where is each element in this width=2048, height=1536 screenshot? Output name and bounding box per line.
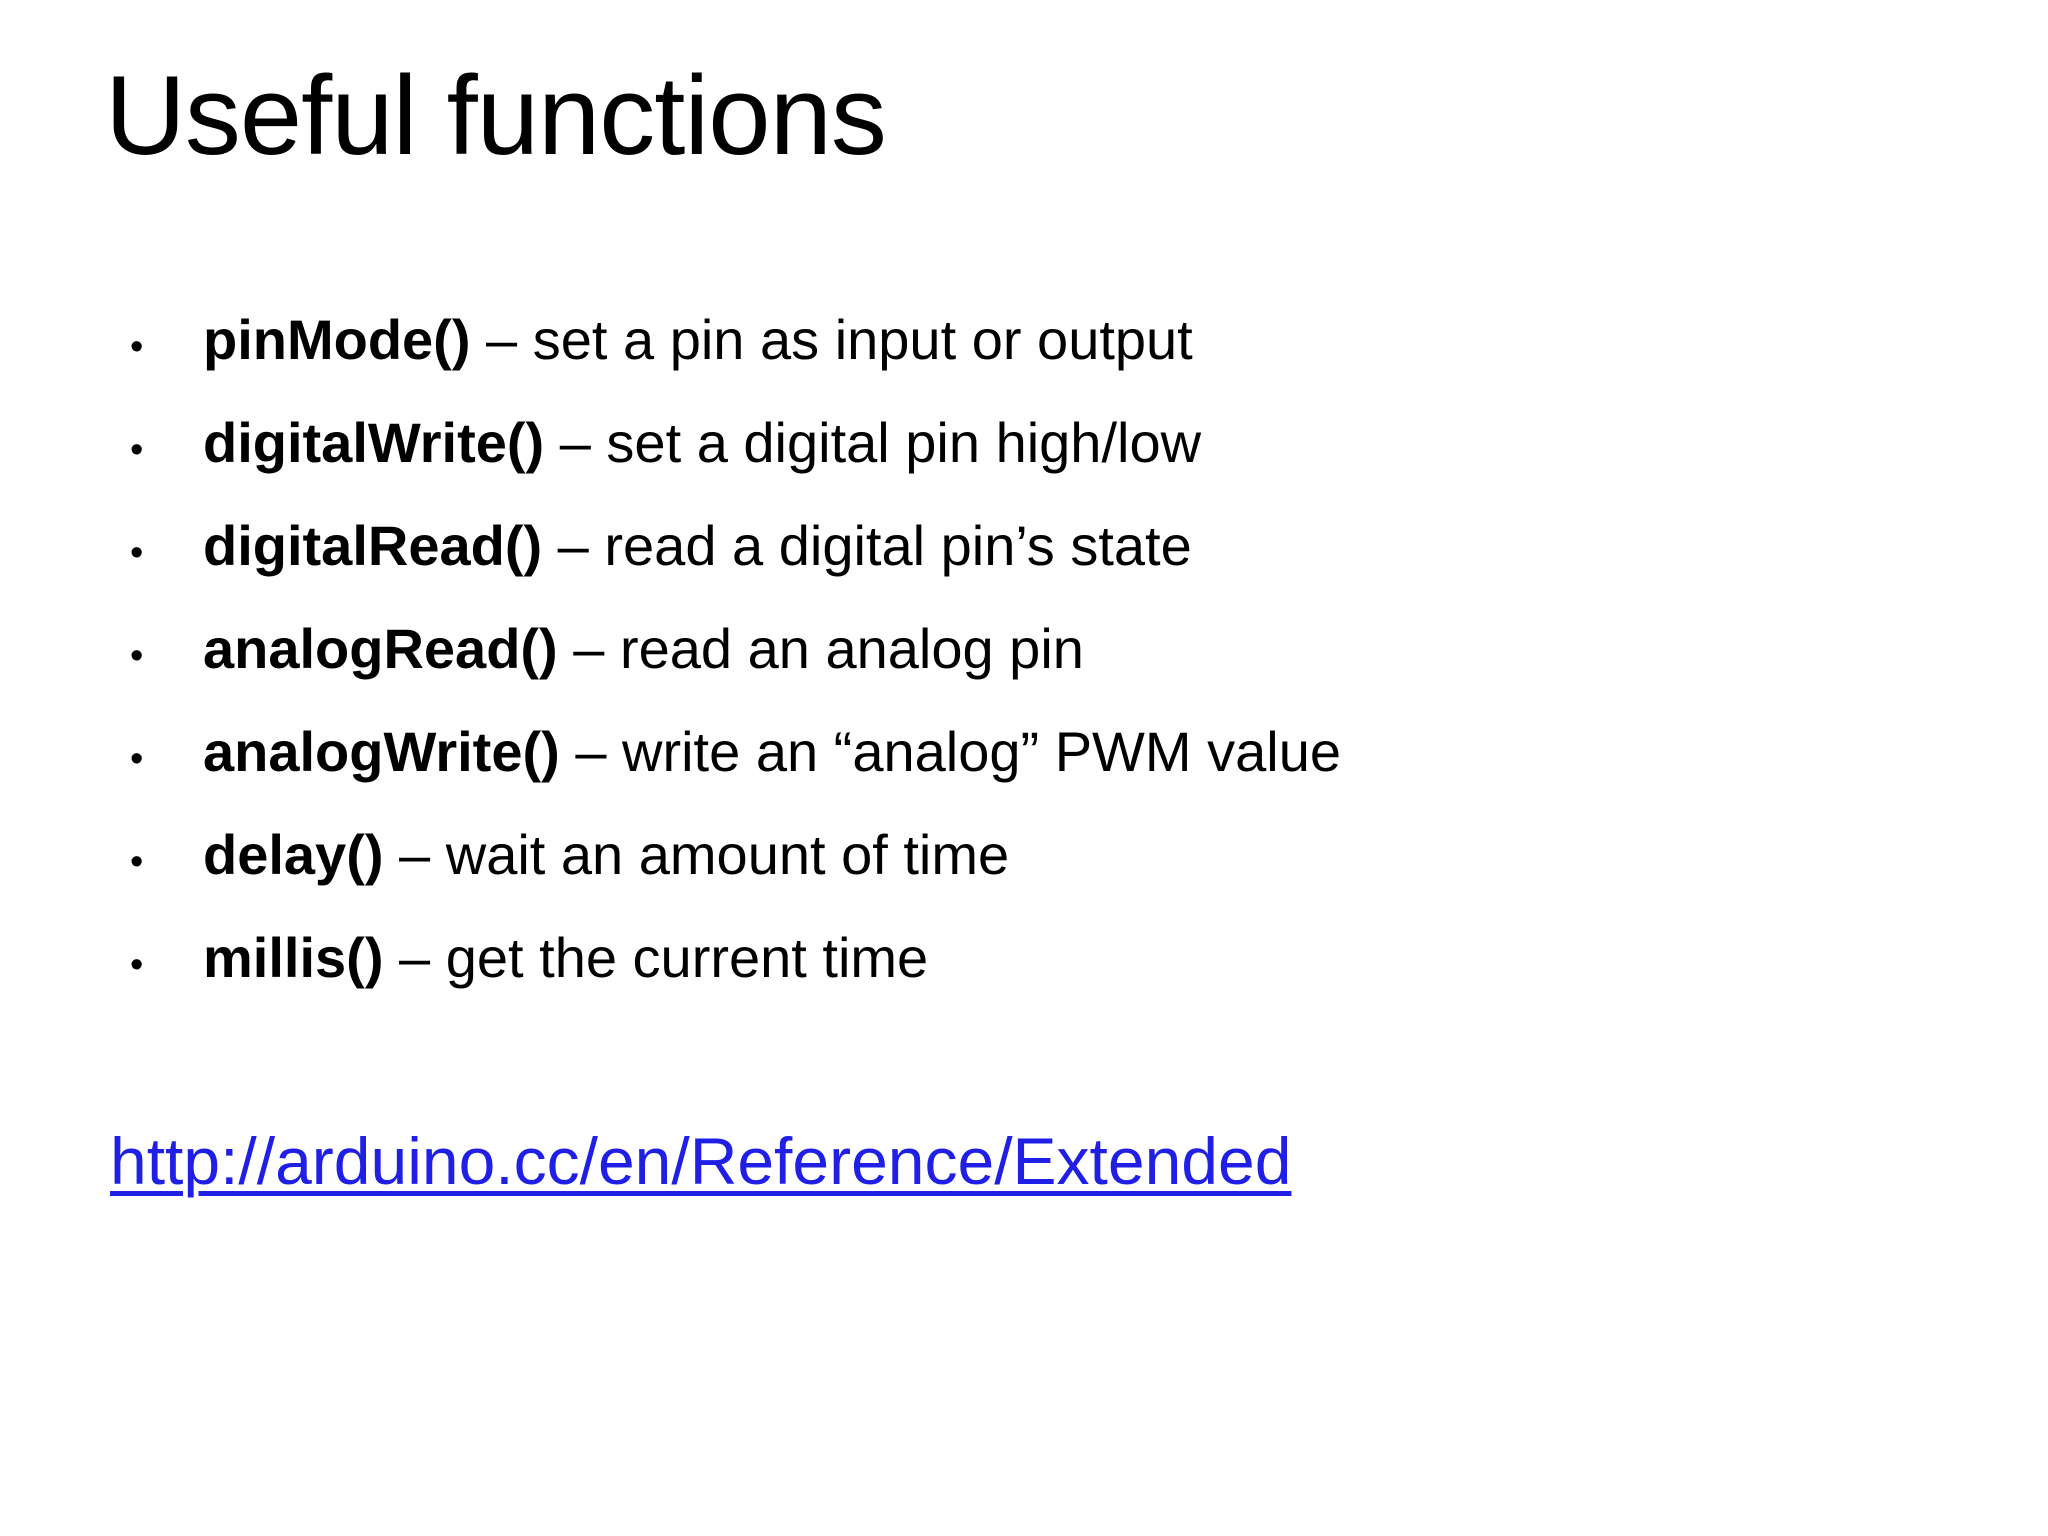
function-entry: delay() – wait an amount of time — [203, 803, 1009, 906]
function-name: millis() — [203, 926, 384, 989]
function-entry: digitalWrite() – set a digital pin high/… — [203, 391, 1201, 494]
list-item: • millis() – get the current time — [130, 906, 1988, 1009]
function-desc: – get the current time — [383, 926, 929, 989]
function-name: analogRead() — [203, 617, 558, 680]
function-name: digitalRead() — [203, 514, 543, 577]
bullet-icon: • — [130, 635, 144, 677]
list-item: • analogWrite() – write an “analog” PWM … — [130, 700, 1988, 803]
function-desc: – set a digital pin high/low — [544, 411, 1202, 474]
function-list: • pinMode() – set a pin as input or outp… — [130, 288, 1988, 1009]
bullet-icon: • — [130, 326, 144, 368]
function-name: analogWrite() — [203, 720, 560, 783]
bullet-icon: • — [130, 944, 144, 986]
bullet-icon: • — [130, 532, 144, 574]
slide-title: Useful functions — [105, 53, 887, 178]
list-item: • delay() – wait an amount of time — [130, 803, 1988, 906]
function-name: delay() — [203, 823, 384, 886]
function-desc: – write an “analog” PWM value — [559, 720, 1341, 783]
bullet-icon: • — [130, 429, 144, 471]
bullet-icon: • — [130, 841, 144, 883]
function-entry: analogRead() – read an analog pin — [203, 597, 1084, 700]
function-desc: – read a digital pin’s state — [542, 514, 1192, 577]
reference-link[interactable]: http://arduino.cc/en/Reference/Extended — [110, 1124, 1292, 1198]
function-entry: digitalRead() – read a digital pin’s sta… — [203, 494, 1192, 597]
function-name: digitalWrite() — [203, 411, 545, 474]
function-name: pinMode() — [203, 308, 471, 371]
function-entry: millis() – get the current time — [203, 906, 928, 1009]
list-item: • digitalWrite() – set a digital pin hig… — [130, 391, 1988, 494]
function-entry: pinMode() – set a pin as input or output — [203, 288, 1193, 391]
function-desc: – set a pin as input or output — [470, 308, 1193, 371]
function-entry: analogWrite() – write an “analog” PWM va… — [203, 700, 1341, 803]
function-desc: – read an analog pin — [557, 617, 1084, 680]
list-item: • analogRead() – read an analog pin — [130, 597, 1988, 700]
list-item: • digitalRead() – read a digital pin’s s… — [130, 494, 1988, 597]
function-desc: – wait an amount of time — [383, 823, 1010, 886]
bullet-icon: • — [130, 738, 144, 780]
list-item: • pinMode() – set a pin as input or outp… — [130, 288, 1988, 391]
